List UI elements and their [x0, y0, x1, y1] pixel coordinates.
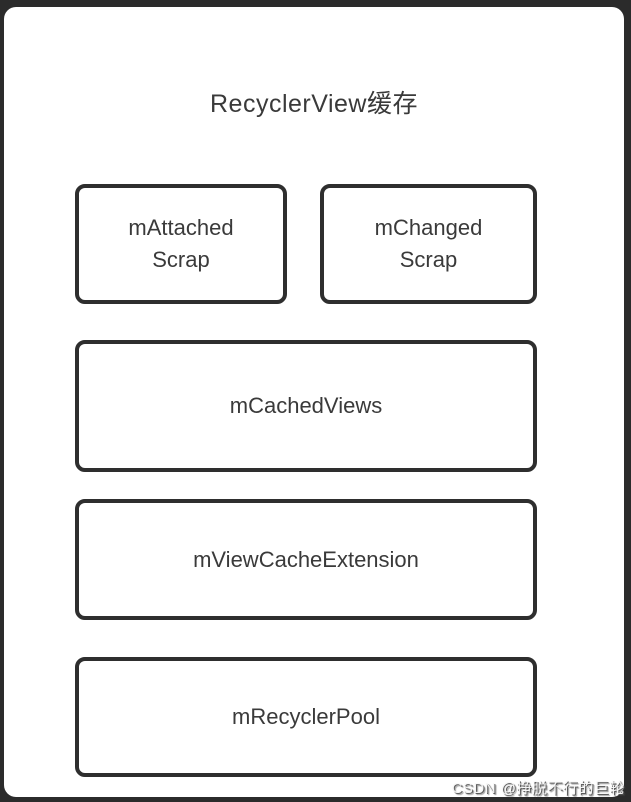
box-mviewcacheextension: mViewCacheExtension	[75, 499, 537, 620]
diagram-card: RecyclerView缓存 mAttached Scrap mChanged …	[4, 7, 624, 797]
box-mviewcacheextension-label: mViewCacheExtension	[193, 546, 419, 572]
box-mrecyclerpool-label: mRecyclerPool	[232, 704, 380, 729]
box-mchanged-scrap: mChanged Scrap	[320, 184, 537, 304]
box-mrecyclerpool: mRecyclerPool	[75, 657, 537, 777]
page-title: RecyclerView缓存	[210, 90, 418, 118]
box-mcachedviews: mCachedViews	[75, 340, 537, 472]
box-mchanged-scrap-label: mChanged Scrap	[374, 215, 483, 272]
csdn-watermark: CSDN @挣脱不行的巨轮	[451, 780, 625, 797]
box-mcachedviews-label: mCachedViews	[229, 393, 383, 418]
box-mattached-scrap-label: mAttached Scrap	[128, 215, 234, 272]
box-mattached-scrap: mAttached Scrap	[75, 184, 287, 304]
